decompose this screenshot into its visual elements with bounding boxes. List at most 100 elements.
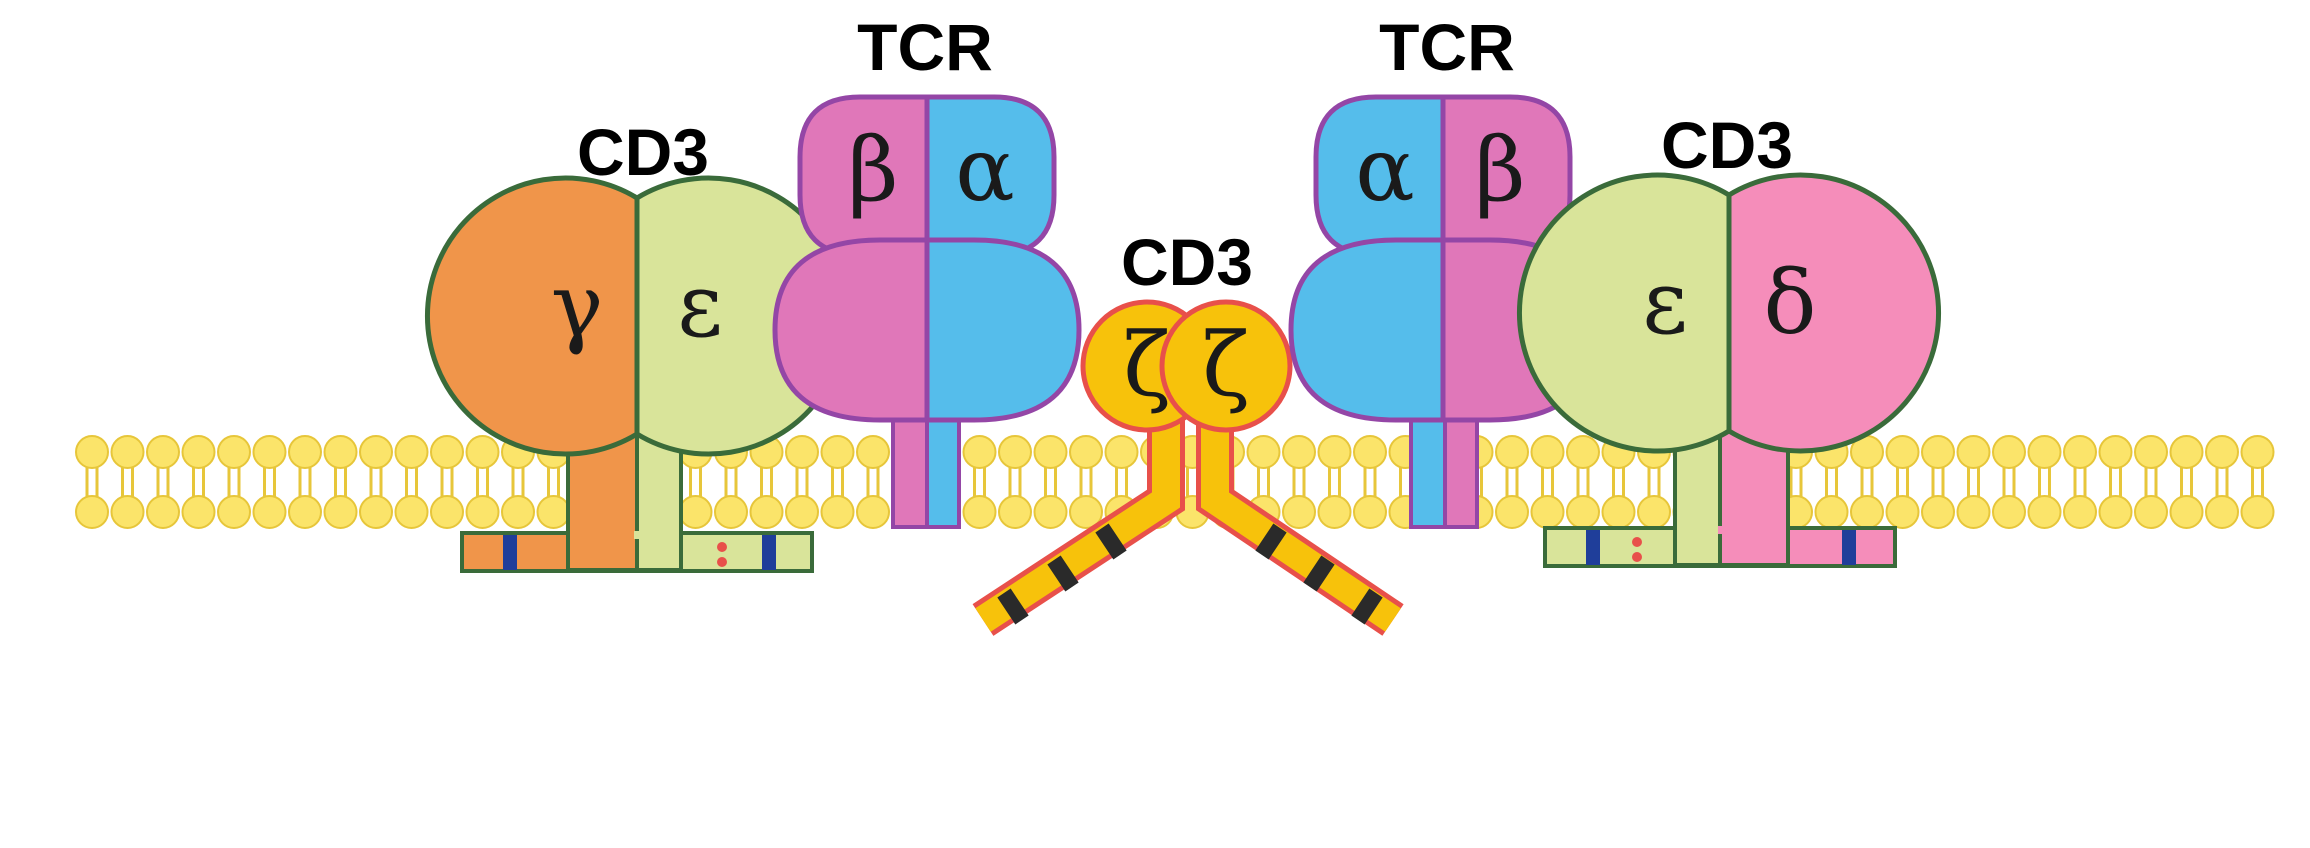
beta-domain-lower-left: [772, 237, 930, 423]
lipid-head: [110, 495, 145, 529]
tcr-label-left: TCR: [857, 10, 993, 84]
alpha-symbol-left: α: [955, 118, 1014, 221]
lipid-head: [1992, 495, 2026, 529]
lipid-head: [2134, 495, 2168, 529]
lipid-head: [323, 495, 358, 529]
itam-mark: [1842, 530, 1856, 565]
lipid-head: [962, 495, 997, 529]
lipid-head: [1353, 435, 1387, 469]
lipid-head: [820, 495, 855, 529]
lipid-head: [252, 495, 287, 529]
lipid-head: [2169, 495, 2204, 529]
lipid-head: [217, 435, 251, 469]
cd3-zeta-dimer: ζ ζ: [972, 299, 1404, 636]
lipid-head: [1566, 495, 1600, 529]
lipid-head: [465, 495, 500, 529]
red-dot: [1632, 537, 1642, 547]
lipid-head: [785, 495, 819, 529]
itam-mark: [1047, 555, 1079, 592]
lipid-head: [998, 495, 1032, 529]
lipid-head: [146, 435, 180, 469]
lipid-head: [323, 435, 358, 469]
lipid-head: [288, 435, 322, 469]
epsilon-symbol-left: ε: [677, 254, 723, 357]
gamma-domain: [424, 175, 640, 457]
lipid-head: [1921, 495, 1955, 529]
cd3-label-right: CD3: [1661, 108, 1793, 182]
itam-mark: [1586, 530, 1600, 565]
zeta-symbol-2: ζ: [1202, 313, 1250, 416]
lipid-head: [252, 435, 287, 469]
gamma-symbol: γ: [551, 254, 604, 357]
lipid-head: [1921, 435, 1955, 469]
itam-mark: [997, 588, 1029, 625]
lipid-head: [1956, 435, 1991, 469]
itam-mark: [1095, 523, 1127, 560]
lipid-head: [1885, 435, 1920, 469]
itam-mark: [1255, 523, 1287, 560]
lipid-head: [714, 495, 748, 529]
cd3-label-center: CD3: [1121, 225, 1253, 299]
lipid-head: [856, 495, 890, 529]
lipid-head: [1956, 495, 1991, 529]
lipid-head: [1814, 495, 1849, 529]
lipid-head: [430, 495, 464, 529]
itam-mark: [762, 535, 776, 570]
lipid-head: [2098, 435, 2133, 469]
red-dot: [717, 542, 727, 552]
lipid-head: [2027, 495, 2062, 529]
itam-mark: [1303, 555, 1335, 592]
lipid-bilayer: [75, 435, 2275, 529]
delta-domain: [1726, 172, 1942, 454]
lipid-head: [2134, 435, 2168, 469]
zeta-domain-2: [1159, 299, 1293, 433]
lipid-head: [678, 495, 713, 529]
zeta-symbol-1: ζ: [1123, 313, 1171, 416]
lipid-head: [2240, 435, 2275, 469]
lipid-head: [1033, 495, 1068, 529]
lipid-head: [217, 495, 251, 529]
alpha-domain-lower-left: [924, 237, 1082, 423]
lipid-head: [749, 495, 784, 529]
lipid-head: [2240, 495, 2275, 529]
tcr-label-right: TCR: [1379, 10, 1515, 84]
lipid-head: [465, 435, 500, 469]
lipid-head: [1530, 435, 1565, 469]
lipid-head: [856, 435, 890, 469]
lipid-head: [962, 435, 997, 469]
lipid-head: [2063, 435, 2097, 469]
lipid-head: [110, 435, 145, 469]
lipid-head: [1530, 495, 1565, 529]
red-dot: [1632, 552, 1642, 562]
lipid-head: [181, 435, 216, 469]
lipid-head: [1637, 495, 1671, 529]
lipid-head: [75, 435, 109, 469]
alpha-symbol-right: α: [1355, 118, 1414, 221]
lipid-head: [1601, 495, 1636, 529]
lipid-head: [181, 495, 216, 529]
lipid-head: [359, 435, 393, 469]
lipid-head: [536, 495, 571, 529]
lipid-head: [1282, 435, 1316, 469]
lipid-head: [1850, 495, 1884, 529]
beta-symbol-right: β: [1475, 118, 1526, 221]
cd3-label-left: CD3: [577, 115, 709, 189]
lipid-head: [1992, 435, 2026, 469]
lipid-head: [1033, 435, 1068, 469]
lipid-head: [1069, 495, 1103, 529]
lipid-head: [1104, 435, 1139, 469]
lipid-head: [359, 495, 393, 529]
lipid-head: [2205, 435, 2239, 469]
itam-mark: [1351, 588, 1383, 625]
lipid-head: [2169, 435, 2204, 469]
epsilon-symbol-right: ε: [1642, 251, 1688, 354]
lipid-head: [1353, 495, 1387, 529]
lipid-head: [1069, 435, 1103, 469]
lipid-heads: [75, 435, 2275, 529]
lipid-head: [75, 495, 109, 529]
lipid-head: [1495, 435, 1529, 469]
lipid-head: [998, 435, 1032, 469]
lipid-head: [2205, 495, 2239, 529]
lipid-head: [2027, 435, 2062, 469]
